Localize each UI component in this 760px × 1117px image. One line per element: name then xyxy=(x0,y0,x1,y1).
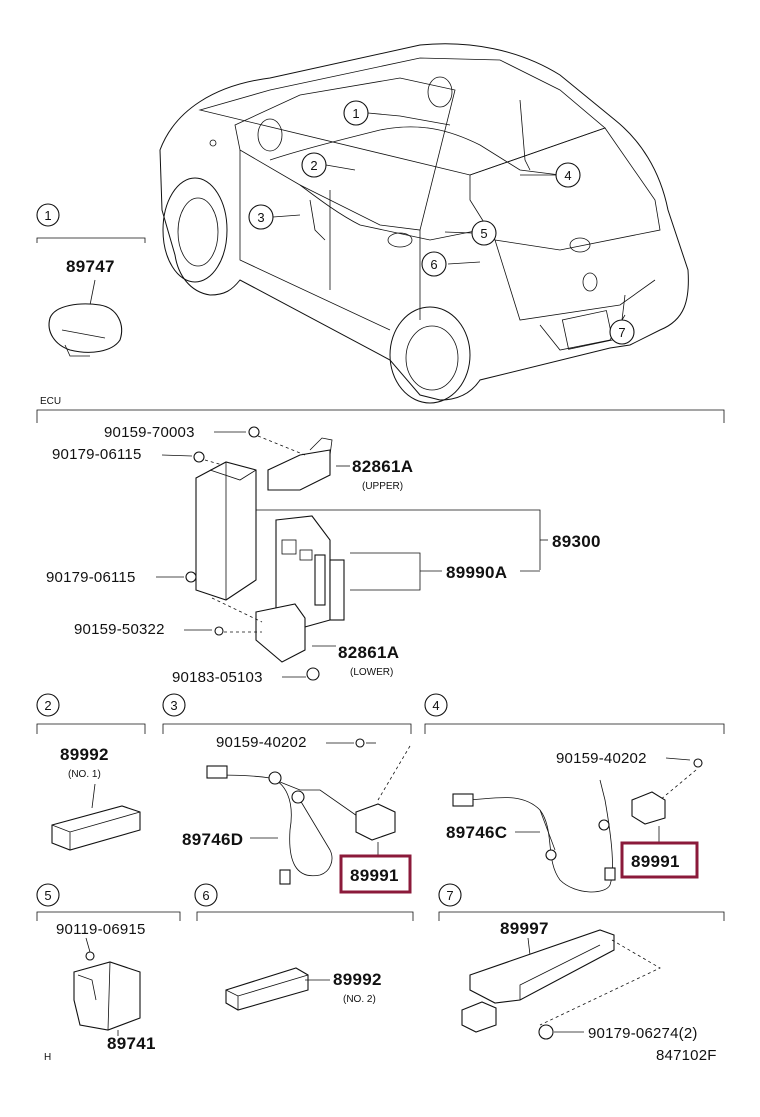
vehicle-illustration: 1 2 3 4 5 6 7 xyxy=(159,43,689,404)
part-89997[interactable]: 89997 xyxy=(500,919,549,938)
section-5-number: 5 xyxy=(44,888,51,903)
callout-2: 2 xyxy=(301,152,327,178)
section-4-number: 4 xyxy=(432,698,439,713)
callout-7: 7 xyxy=(609,319,635,345)
svg-text:3: 3 xyxy=(257,210,264,225)
section-2-number: 2 xyxy=(44,698,51,713)
part-89990A[interactable]: 89990A xyxy=(446,563,507,582)
part-90159-50322[interactable]: 90159-50322 xyxy=(74,621,165,638)
section-1-number: 1 xyxy=(44,208,51,223)
section-3: 3 90159-40202 89746D 89991 xyxy=(162,693,412,894)
svg-text:2: 2 xyxy=(310,158,317,173)
part-90179-06115-lower[interactable]: 90179-06115 xyxy=(46,569,136,586)
part-90119-06915[interactable]: 90119-06915 xyxy=(56,921,146,938)
section-5: 5 90119-06915 89741 xyxy=(36,883,181,1053)
callout-1: 1 xyxy=(343,100,369,126)
part-89992-no1[interactable]: 89992 xyxy=(60,745,109,764)
part-82861A-lower[interactable]: 82861A xyxy=(338,643,399,662)
part-89992-no1-sub: (NO. 1) xyxy=(68,769,101,780)
part-89991-s4[interactable]: 89991 xyxy=(631,852,680,871)
part-89741[interactable]: 89741 xyxy=(107,1034,156,1053)
svg-text:7: 7 xyxy=(618,325,625,340)
highlight-box-s4 xyxy=(620,841,699,879)
section-6-number: 6 xyxy=(202,888,209,903)
part-89991-s3[interactable]: 89991 xyxy=(350,866,399,885)
svg-text:4: 4 xyxy=(564,168,571,183)
part-90179-06115-upper[interactable]: 90179-06115 xyxy=(52,446,142,463)
part-89992-no2-sub: (NO. 2) xyxy=(343,994,376,1005)
section-3-number: 3 xyxy=(170,698,177,713)
footer-left-mark: H xyxy=(44,1052,51,1063)
part-89746C[interactable]: 89746C xyxy=(446,823,507,842)
callout-3: 3 xyxy=(248,204,274,230)
part-90183-05103[interactable]: 90183-05103 xyxy=(172,669,263,686)
part-89746D[interactable]: 89746D xyxy=(182,830,243,849)
ecu-label: ECU xyxy=(40,396,61,407)
bracket-lower-sub: (LOWER) xyxy=(350,667,393,678)
part-90159-40202-s3[interactable]: 90159-40202 xyxy=(216,734,307,751)
part-90159-70003[interactable]: 90159-70003 xyxy=(104,424,195,441)
bracket-upper-sub: (UPPER) xyxy=(362,481,403,492)
highlight-box-s3 xyxy=(339,854,412,894)
section-7-number: 7 xyxy=(446,888,453,903)
callout-4: 4 xyxy=(555,162,581,188)
diagram-code: 847102F xyxy=(656,1047,717,1064)
part-90159-40202-s4[interactable]: 90159-40202 xyxy=(556,750,647,767)
svg-text:1: 1 xyxy=(352,106,359,121)
svg-text:6: 6 xyxy=(430,257,437,272)
section-1: 1 89747 xyxy=(36,203,146,357)
section-6: 6 89992 (NO. 2) xyxy=(194,883,414,1011)
part-89747[interactable]: 89747 xyxy=(66,257,115,276)
part-89992-no2[interactable]: 89992 xyxy=(333,970,382,989)
svg-text:5: 5 xyxy=(480,226,487,241)
part-90179-06274[interactable]: 90179-06274(2) xyxy=(588,1025,698,1042)
part-82861A-upper[interactable]: 82861A xyxy=(352,457,413,476)
section-7: 7 89997 90179-06274(2) xyxy=(438,883,725,1042)
callout-6: 6 xyxy=(421,251,447,277)
section-4: 4 90159-40202 89746C 89991 xyxy=(424,693,725,893)
section-2: 2 89992 (NO. 1) xyxy=(36,693,146,851)
callout-5: 5 xyxy=(471,220,497,246)
section-ecu: ECU 90159-70003 90179-06115 82861A (UPPE… xyxy=(36,396,725,686)
part-89300[interactable]: 89300 xyxy=(552,532,601,551)
